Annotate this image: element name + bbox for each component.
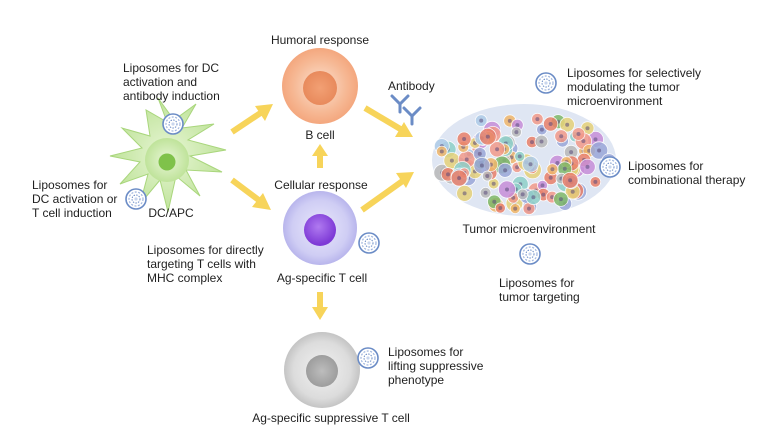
antibody-label: Antibody [388,79,435,93]
liposome-note-directly-targeting-t: Liposomes for directly targeting T cells… [147,243,264,285]
liposome-note-lifting-suppressive: Liposomes for lifting suppressive phenot… [388,345,484,387]
liposome-icon [535,72,557,94]
tumor-cluster-icon [432,104,617,216]
humoral-response-label: Humoral response [270,33,370,47]
antibody-icon [390,94,422,126]
arrow-tcell-to-tumor [360,172,414,213]
suppressive-t-cell [284,332,360,408]
ag-specific-suppressive-t-cell-label: Ag-specific suppressive T cell [252,411,410,425]
dc-apc-label: DC/APC [148,206,194,220]
liposome-icon [357,347,379,369]
cellular-response-label: Cellular response [274,178,368,192]
liposome-note-dc-t-cell-induction: Liposomes for DC activation or T cell in… [32,178,118,220]
liposome-icon [358,232,380,254]
liposome-icon [599,156,621,178]
arrow-dc-to-tcell [230,177,271,210]
liposome-icon [519,243,541,265]
t-cell [283,191,357,265]
liposome-note-combinational-therapy: Liposomes for combinational therapy [628,159,746,187]
b-cell [282,48,358,124]
b-cell-label: B cell [305,128,335,142]
arrow-bcell-to-tumor [363,105,413,137]
liposome-note-tumor-targeting: Liposomes for tumor targeting [499,276,580,304]
arrow-tcell-to-suppressive [312,292,328,320]
liposome-icon [162,113,184,135]
liposome-note-modulating-tme: Liposomes for selectively modulating the… [567,66,702,108]
ag-specific-t-cell-label: Ag-specific T cell [276,271,368,285]
tumor-microenvironment-label: Tumor microenvironment [462,222,596,236]
arrow-tcell-to-bcell [312,144,328,168]
arrow-dc-to-bcell [230,104,273,135]
liposome-note-dc-activation-antibody: Liposomes for DC activation and antibody… [123,61,220,103]
